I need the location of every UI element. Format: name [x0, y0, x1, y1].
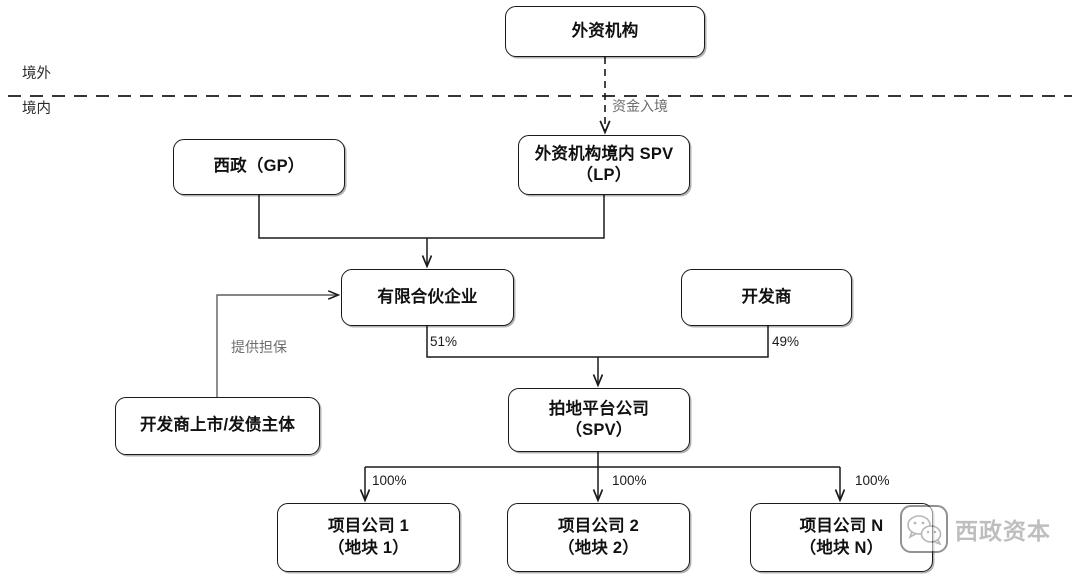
project-company-n-line1: 项目公司 N [799, 517, 884, 536]
project-company-2-line2: （地块 2） [558, 538, 639, 557]
developer-listed-bond-entity-line1: 开发商上市/发债主体 [139, 416, 296, 435]
land-bidding-platform-line1: 拍地平台公司 [548, 399, 650, 418]
developer-line1: 开发商 [741, 287, 792, 306]
watermark: 西政资本 [900, 505, 1051, 553]
ownership-100-a-label: 100% [372, 473, 407, 488]
ownership-100-c-label: 100% [855, 473, 890, 488]
developer-listed-bond-entity-box[interactable]: 开发商上市/发债主体 [115, 397, 320, 455]
edge-lp-to-partnership [427, 195, 605, 239]
limited-partnership-box[interactable]: 有限合伙企业 [341, 269, 514, 326]
ownership-100-b-label: 100% [612, 473, 647, 488]
limited-partnership-line1: 有限合伙企业 [377, 287, 478, 306]
ownership-51-label: 51% [430, 334, 458, 349]
xizheng-gp-box[interactable]: 西政（GP） [173, 139, 345, 195]
land-bidding-platform-line2: （SPV） [565, 421, 633, 439]
onshore-spv-lp-line1: 外资机构境内 SPV [534, 144, 674, 163]
project-company-2-box[interactable]: 项目公司 2 （地块 2） [507, 503, 690, 572]
edge-developer-49 [598, 326, 769, 358]
region-label-offshore: 境外 [22, 66, 51, 82]
watermark-text: 西政资本 [955, 518, 1051, 544]
project-company-n-line2: （地块 N） [799, 538, 884, 557]
xizheng-gp-line1: 西政（GP） [213, 157, 305, 176]
onshore-spv-lp-box[interactable]: 外资机构境内 SPV （LP） [518, 135, 690, 195]
edge-platform-bus [365, 452, 840, 468]
wechat-icon [900, 505, 948, 553]
capital-inflow-label: 资金入境 [612, 98, 668, 114]
region-label-onshore: 境内 [22, 101, 51, 117]
project-company-2-line1: 项目公司 2 [558, 517, 639, 536]
project-company-1-line2: （地块 1） [328, 538, 409, 557]
edge-gp-to-partnership [258, 195, 427, 239]
foreign-institution-box[interactable]: 外资机构 [505, 6, 705, 57]
onshore-spv-lp-line2: （LP） [576, 166, 632, 184]
provide-guarantee-label: 提供担保 [231, 339, 287, 355]
foreign-institution-line1: 外资机构 [571, 21, 639, 40]
land-bidding-platform-box[interactable]: 拍地平台公司 （SPV） [508, 388, 690, 452]
project-company-1-box[interactable]: 项目公司 1 （地块 1） [277, 503, 460, 572]
ownership-49-label: 49% [772, 334, 800, 349]
project-company-1-line1: 项目公司 1 [328, 517, 409, 536]
developer-box[interactable]: 开发商 [681, 269, 852, 326]
